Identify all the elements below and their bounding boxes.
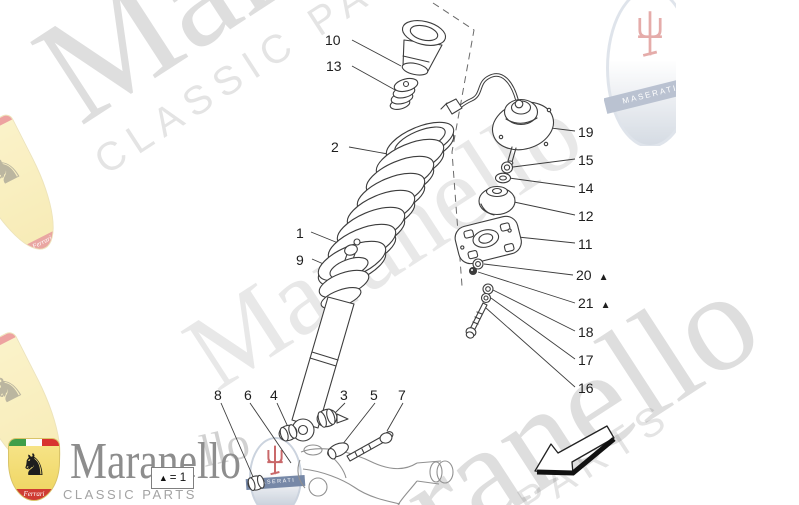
axis-dashed-line [432, 2, 475, 287]
legend-box: ▲ = 1 [151, 467, 194, 489]
callout-5: 5 [370, 387, 378, 403]
part-14-washer [494, 172, 512, 184]
part-4-bushing [278, 424, 298, 442]
callout-20: 20▲ [576, 267, 609, 283]
maserati-watermark-clip: MASERATI [604, 0, 676, 146]
part-19-strut-mount [440, 73, 555, 166]
lower-control-arm [297, 444, 454, 505]
callout-17: 17 [578, 352, 594, 368]
legend-text: = 1 [169, 472, 187, 484]
part-18-washer [482, 283, 494, 295]
callout-9: 9 [296, 252, 304, 268]
maserati-oval-logo: MASERATI [245, 437, 306, 505]
part-15-nut [500, 161, 514, 174]
part-21-ball [468, 266, 478, 276]
callout-11: 11 [578, 236, 593, 252]
callout-4: 4 [270, 387, 278, 403]
callout-10: 10 [325, 32, 341, 48]
ferrari-shield-logo: ♞ Ferrari [8, 438, 60, 501]
part-9-spring-seat [318, 256, 370, 309]
callout-14: 14 [578, 180, 594, 196]
part-16-bolt [465, 302, 488, 339]
callout-3: 3 [340, 387, 348, 403]
part-13-bump-stop [389, 77, 419, 110]
callout-12: 12 [578, 208, 594, 224]
callout-1: 1 [296, 225, 304, 241]
callout-7: 7 [398, 387, 406, 403]
triangle-marker-icon: ▲ [598, 272, 609, 283]
callout-16: 16 [578, 380, 594, 396]
callout-2: 2 [331, 139, 339, 155]
part-17-washer [480, 292, 492, 304]
callout-8: 8 [214, 387, 222, 403]
triangle-marker-icon: ▲ [158, 473, 168, 483]
part-20-nut [472, 258, 484, 270]
part-1-piston-rod [344, 238, 361, 263]
triangle-marker-icon: ▲ [600, 300, 611, 311]
strut-parts [247, 20, 555, 492]
callout-6: 6 [244, 387, 252, 403]
shield-text: Ferrari [9, 489, 59, 500]
part-11-mount-plate [454, 215, 522, 265]
italian-stripe [9, 439, 59, 446]
direction-arrow-icon [534, 425, 616, 476]
part-3-bushing [316, 408, 349, 428]
part-7-bolt [346, 431, 394, 462]
trident-icon [638, 11, 662, 57]
callout-19: 19 [578, 124, 594, 140]
part-8-bushing [247, 474, 265, 492]
trident-icon [267, 445, 283, 476]
prancing-horse-icon: ♞ [20, 448, 48, 483]
callout-18: 18 [578, 324, 594, 340]
part-12-rubber-mount [478, 185, 516, 216]
part-10-dust-cover [401, 20, 447, 76]
callout-13: 13 [326, 58, 342, 74]
site-logo-tagline: CLASSIC PARTS [63, 487, 197, 502]
callout-21: 21▲ [578, 295, 611, 311]
callout-15: 15 [578, 152, 594, 168]
part-5-spacer [327, 442, 349, 460]
maserati-oval-logo: MASERATI [604, 0, 676, 146]
